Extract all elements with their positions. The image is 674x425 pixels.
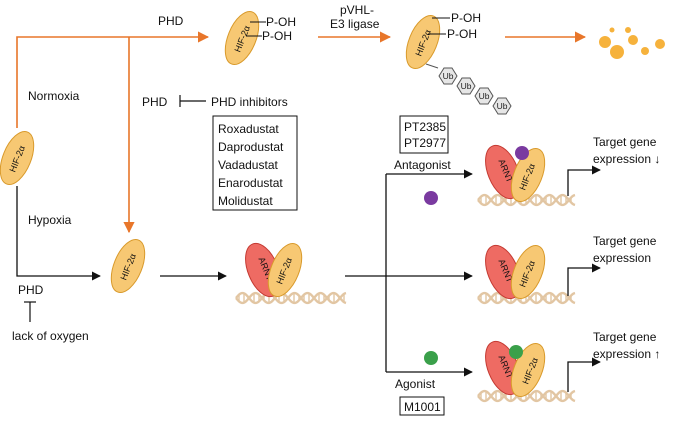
outcome-down-line2: expression ↓ xyxy=(593,152,660,166)
normoxia-pathway xyxy=(16,31,587,234)
outcome-up-line2: expression ↑ xyxy=(593,347,660,361)
hif2a-ubiquitinated: HIF-2α P-OH P-OH Ub Ub Ub Ub xyxy=(405,11,512,115)
ub-label: Ub xyxy=(461,81,472,91)
ub-label: Ub xyxy=(497,101,508,111)
agonist-ligand xyxy=(424,351,438,365)
bound-antagonist xyxy=(515,146,529,160)
arnt-hif2a-complex-agonist: ARNT HIF-2α xyxy=(477,340,601,403)
ub-label: Ub xyxy=(443,71,454,81)
phd-top-label: PHD xyxy=(158,14,184,28)
antagonist-label: Antagonist xyxy=(394,158,451,172)
proteasomal-degradation-dots xyxy=(599,27,665,59)
hif2a-start: HIF-2α xyxy=(0,131,35,185)
normoxia-arrow xyxy=(16,31,210,128)
pvhl-label-line2: E3 ligase xyxy=(330,17,380,31)
inhibitor-enarodustat: Enarodustat xyxy=(218,176,283,190)
outcome-normal-line1: Target gene xyxy=(593,234,657,248)
dna-center xyxy=(235,291,347,305)
phd-inhibitor-box xyxy=(212,115,298,211)
hypoxia-arrow xyxy=(16,186,101,281)
lack-of-oxygen-label: lack of oxygen xyxy=(12,329,89,343)
antagonist-pt2385: PT2385 xyxy=(404,120,446,134)
phd-low-label: PHD xyxy=(18,283,44,297)
p-oh-label-1: P-OH xyxy=(266,15,296,29)
hif2a-protein-shape xyxy=(224,11,260,65)
agonist-m1001: M1001 xyxy=(404,400,441,414)
p-oh-label-3: P-OH xyxy=(451,11,481,25)
ub-label: Ub xyxy=(479,91,490,101)
ubiquitin-4: Ub xyxy=(492,97,512,115)
bound-agonist xyxy=(509,345,523,359)
inhibitor-daprodustat: Daprodustat xyxy=(218,140,284,154)
pvhl-label-line1: pVHL- xyxy=(340,3,374,17)
hif2a-hydroxylated: HIF-2α P-OH P-OH xyxy=(224,11,296,65)
inhibitor-roxadustat: Roxadustat xyxy=(218,122,279,136)
agonist-drug-box xyxy=(399,396,445,416)
antagonist-ligand xyxy=(424,191,438,205)
outcome-normal-line2: expression xyxy=(593,251,651,265)
hif2a-stabilized: HIF-2α xyxy=(110,239,146,293)
p-oh-label-4: P-OH xyxy=(447,27,477,41)
antagonist-drug-box xyxy=(399,115,449,154)
p-oh-label-2: P-OH xyxy=(262,29,292,43)
inhibitor-vadadustat: Vadadustat xyxy=(218,158,278,172)
outcome-down-line1: Target gene xyxy=(593,135,657,149)
normoxia-label: Normoxia xyxy=(28,89,80,103)
ubiquitin-3: Ub xyxy=(474,87,494,105)
dna-bottom xyxy=(477,389,576,403)
outcome-up-line1: Target gene xyxy=(593,330,657,344)
phd-inhibitors-label: PHD inhibitors xyxy=(211,95,288,109)
ubiquitin-1: Ub xyxy=(438,67,458,85)
ubiquitin-chain: Ub Ub Ub Ub xyxy=(438,67,512,115)
hif2a-protein-shape xyxy=(405,15,441,69)
agonist-label: Agonist xyxy=(395,377,436,391)
arnt-hif2a-complex-normal: ARNT HIF-2α xyxy=(477,244,601,305)
phd-mid-label: PHD xyxy=(142,95,168,109)
arnt-hif2a-complex-center: ARNT HIF-2α xyxy=(235,242,347,305)
ubiquitin-2: Ub xyxy=(456,77,476,95)
antagonist-pt2977: PT2977 xyxy=(404,136,446,150)
inhibitor-molidustat: Molidustat xyxy=(218,194,273,208)
hypoxia-label: Hypoxia xyxy=(28,213,72,227)
arnt-hif2a-complex-antagonist: ARNT HIF-2α xyxy=(477,144,601,207)
